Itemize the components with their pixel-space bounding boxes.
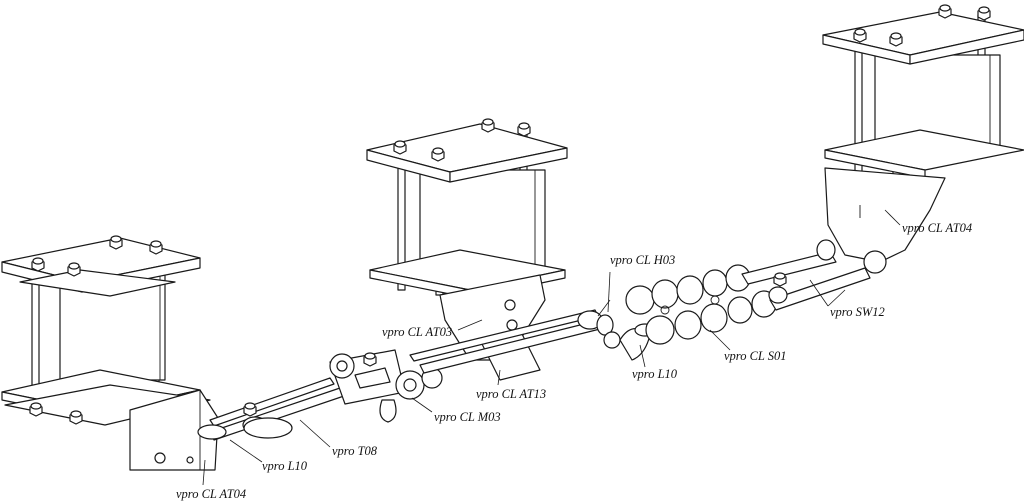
label-m03: vpro CL M03	[434, 410, 501, 424]
label-t08: vpro T08	[332, 444, 378, 458]
center-beam-clamp	[366, 118, 568, 381]
right-beam-clamp	[822, 4, 1024, 263]
label-at03: vpro CL AT03	[382, 325, 452, 339]
label-at04-left: vpro CL AT04	[176, 487, 246, 501]
label-sw12: vpro SW12	[830, 305, 885, 319]
label-at13: vpro CL AT13	[476, 387, 546, 401]
spring-chain-s01	[625, 264, 777, 345]
left-bracket-at04	[129, 389, 219, 471]
label-at04-right: vpro CL AT04	[902, 221, 972, 235]
leader-lines	[202, 209, 901, 486]
trolley-m03	[329, 349, 443, 423]
left-link-l10	[197, 402, 293, 440]
label-s01: vpro CL S01	[724, 349, 787, 363]
label-h03: vpro CL H03	[610, 253, 675, 267]
label-l10-mid: vpro L10	[632, 367, 678, 381]
part-labels: vpro CL AT04 vpro L10 vpro T08 vpro CL M…	[176, 221, 972, 501]
label-l10-left: vpro L10	[262, 459, 308, 473]
swivel-sw12	[741, 239, 887, 311]
clamp-h03	[577, 299, 621, 349]
